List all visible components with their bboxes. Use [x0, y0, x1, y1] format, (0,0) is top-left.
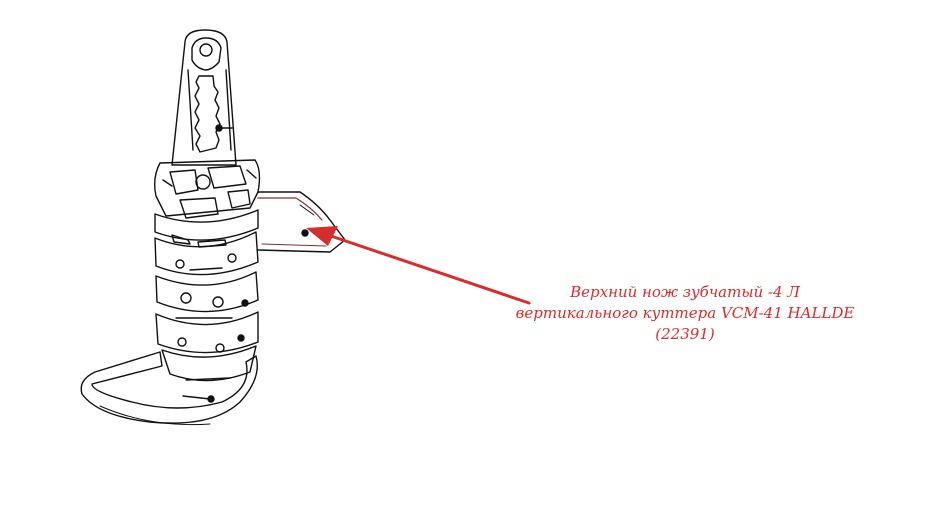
lower-blade — [80, 351, 258, 426]
callout-line-2: вертикального куттера VCM-41 HALLDE — [515, 304, 855, 322]
callout-line-1: Верхний нож зубчатый -4 Л — [570, 283, 800, 301]
blade-ring-4 — [155, 311, 259, 354]
hub-collar — [153, 159, 261, 219]
callout-arrow — [306, 226, 531, 305]
blade-ring-3 — [155, 271, 259, 319]
blade-ring-upper — [154, 209, 259, 248]
upper-toothed-blade — [257, 191, 346, 253]
drive-shaft — [171, 29, 237, 166]
blade-ring-5 — [161, 345, 257, 382]
callout-part-number: (22391) — [655, 325, 715, 343]
part-description-callout: Верхний нож зубчатый -4 Л вертикального … — [498, 282, 872, 345]
blade-ring-2 — [154, 231, 259, 276]
